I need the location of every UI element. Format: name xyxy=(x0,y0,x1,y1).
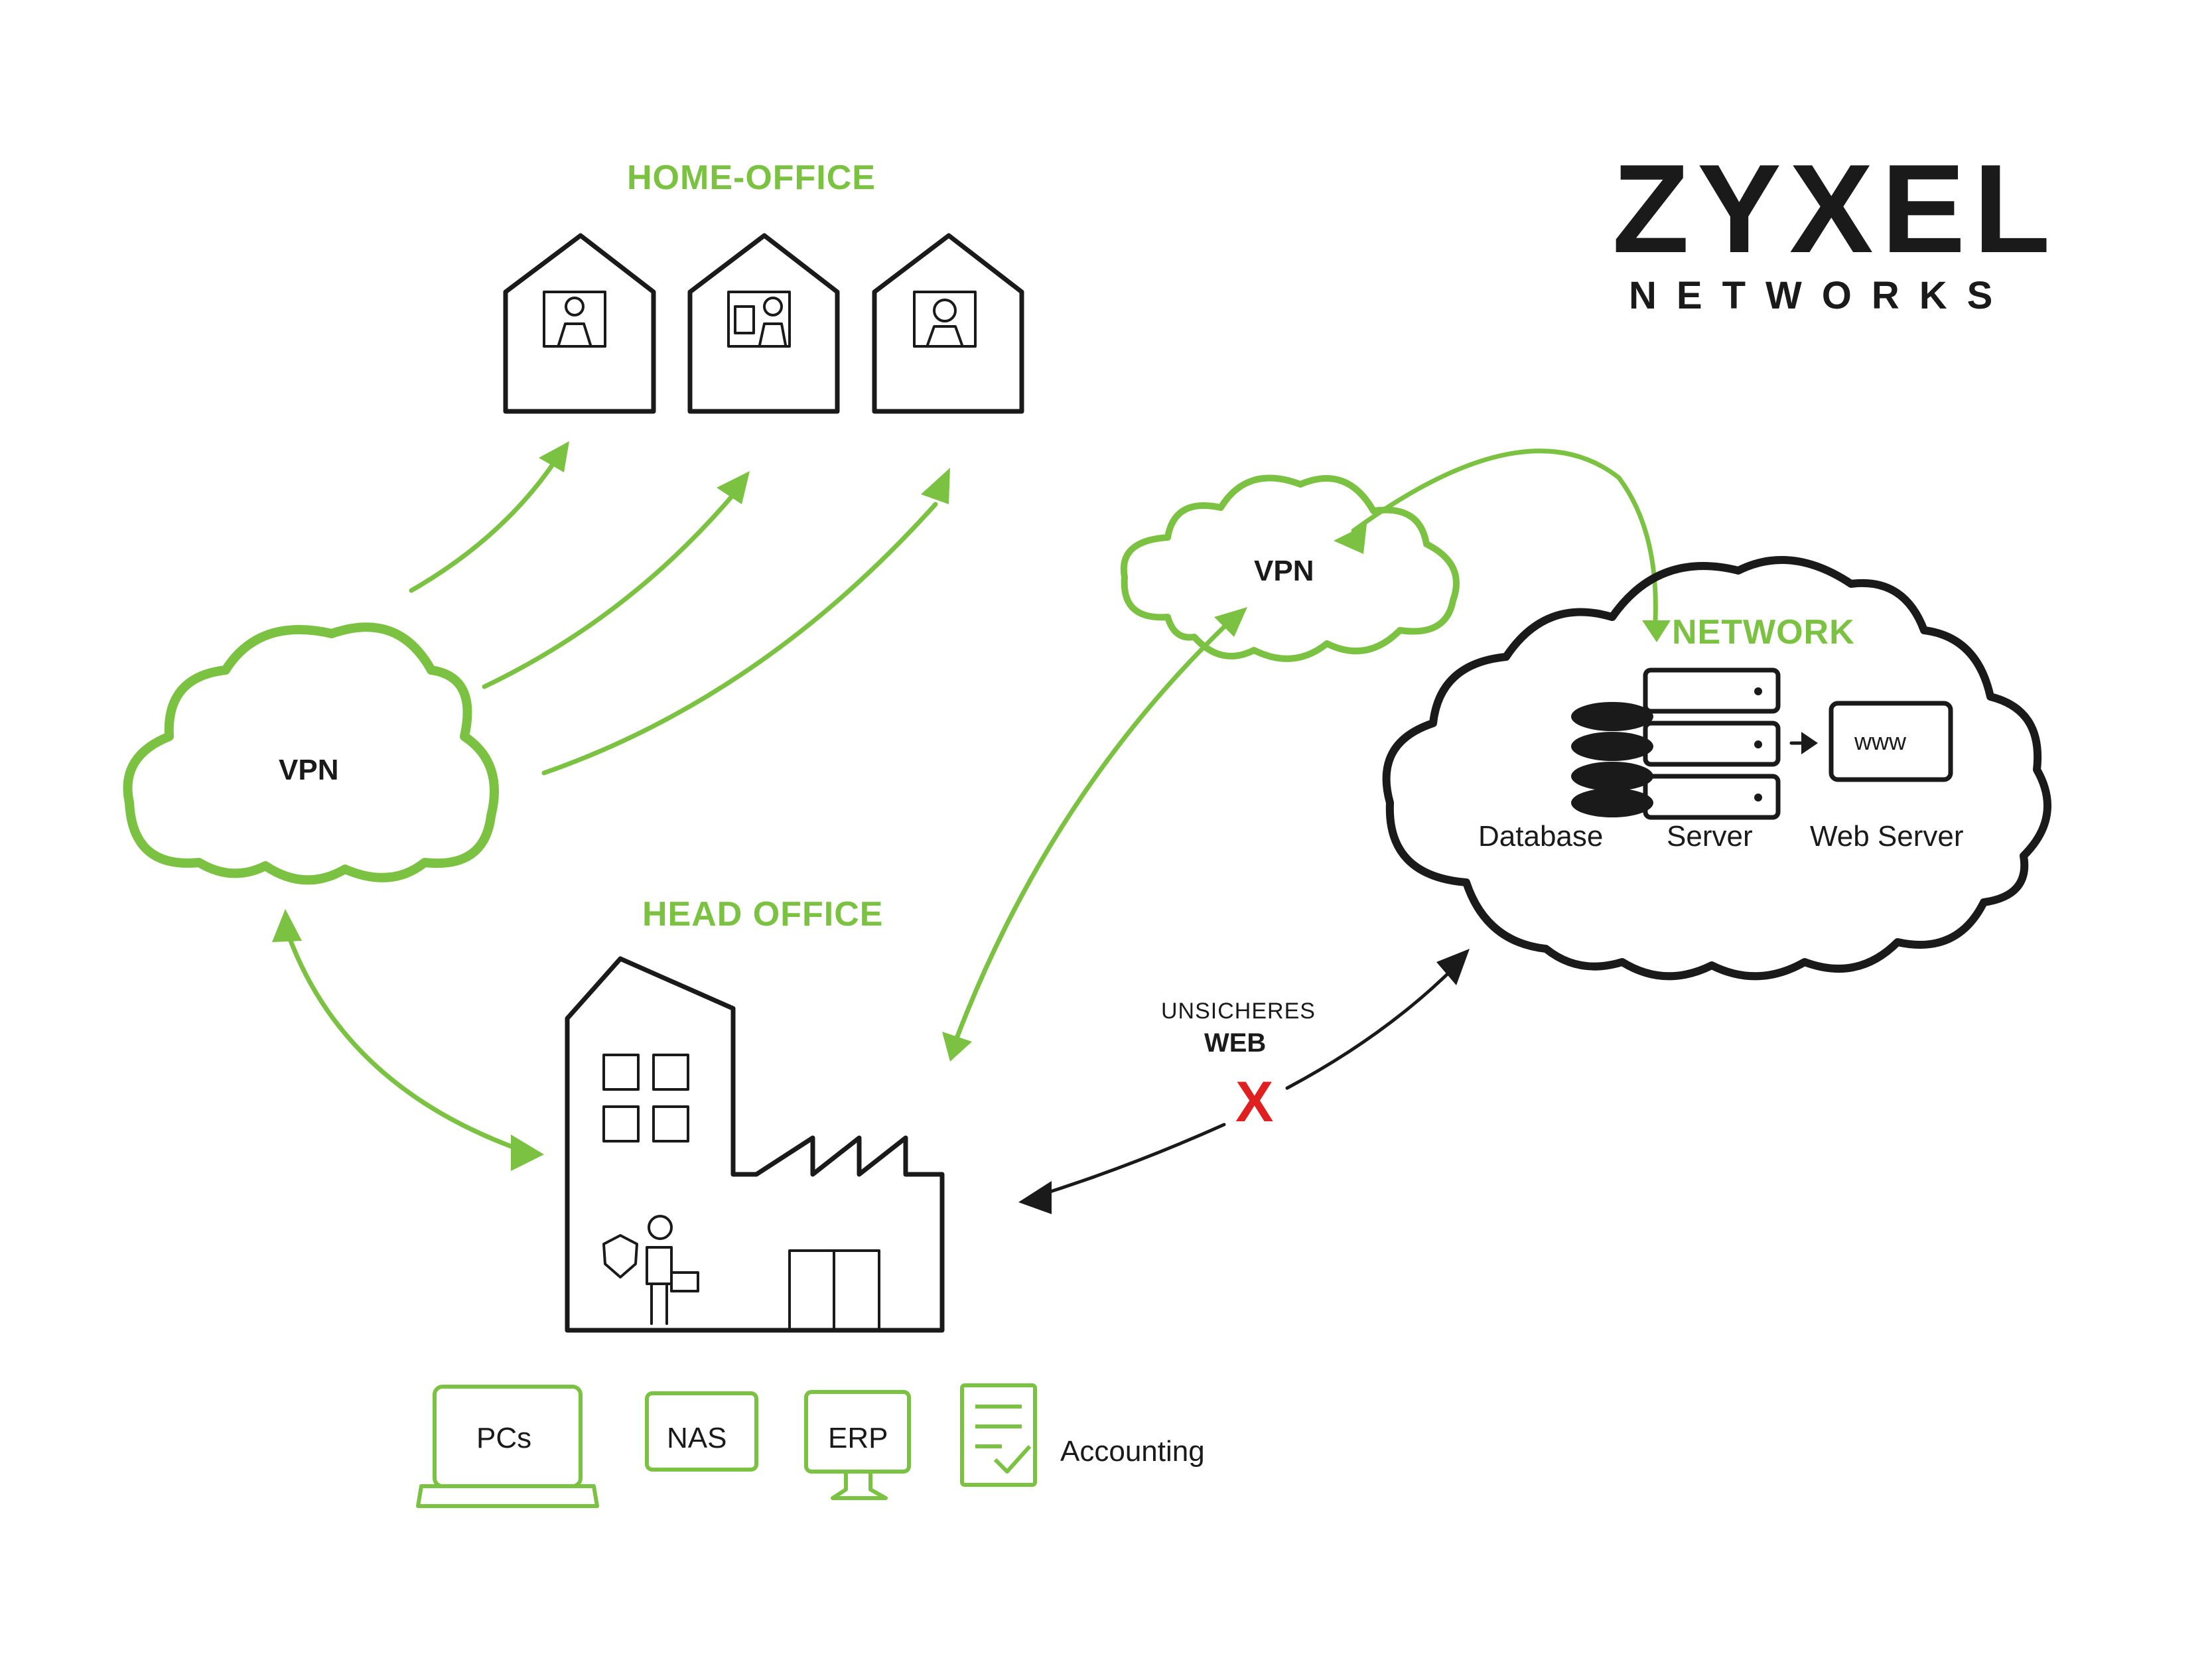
vpn-cloud-top: VPN xyxy=(1120,474,1460,662)
network-cloud: NETWORK Database Server www Web Server xyxy=(1382,556,2051,981)
server-label: Server xyxy=(1667,820,1753,853)
resource-erp: ERP xyxy=(804,1390,911,1500)
network-title: NETWORK xyxy=(1672,613,1855,652)
resource-pcs: PCs xyxy=(416,1385,599,1508)
unsafe-web-line1: UNSICHERES xyxy=(1161,999,1316,1024)
www-label: www xyxy=(1854,728,1907,755)
unsafe-web-link: UNSICHERES WEB X xyxy=(1018,949,1470,1214)
blocked-x-mark: X xyxy=(1235,1070,1273,1134)
web-server-icon: www xyxy=(1829,701,1953,782)
home-office-title: HOME-OFFICE xyxy=(627,159,876,197)
resource-nas: NAS xyxy=(645,1391,758,1472)
vpn-left-label: VPN xyxy=(279,754,338,786)
head-office-title: HEAD OFFICE xyxy=(642,895,883,934)
web-server-label: Web Server xyxy=(1810,820,1964,853)
head-office-vpn-arrow xyxy=(942,607,1247,1062)
logo-brand: ZYXEL xyxy=(1612,139,2058,279)
nas-label: NAS xyxy=(667,1422,726,1454)
person-icon xyxy=(913,291,977,348)
vpn-network-arrow xyxy=(1334,449,1671,642)
laptop-user-icon xyxy=(727,291,791,348)
database-icon xyxy=(1571,702,1653,817)
document-check-icon xyxy=(960,1383,1037,1487)
home-house-1 xyxy=(503,233,656,414)
vpn-cloud-left: VPN xyxy=(123,622,499,885)
unsafe-web-line2: WEB xyxy=(1204,1028,1266,1058)
logo-sub: NETWORKS xyxy=(1629,274,2012,317)
server-icon xyxy=(1643,667,1781,820)
zyxel-logo: ZYXEL NETWORKS xyxy=(1612,139,2058,317)
vpn-to-home-arrows xyxy=(409,441,950,776)
pcs-label: PCs xyxy=(476,1422,531,1454)
database-label: Database xyxy=(1478,820,1603,853)
head-office-building xyxy=(565,956,945,1333)
vpn-head-office-arrow xyxy=(272,909,544,1171)
vpn-top-label: VPN xyxy=(1254,555,1314,587)
home-house-2 xyxy=(687,233,840,414)
person-icon xyxy=(543,291,606,348)
resource-accounting: Accounting xyxy=(960,1383,1205,1487)
accounting-label: Accounting xyxy=(1060,1435,1205,1468)
home-house-3 xyxy=(872,233,1024,414)
erp-label: ERP xyxy=(828,1422,888,1454)
security-person-icon xyxy=(602,1215,699,1325)
